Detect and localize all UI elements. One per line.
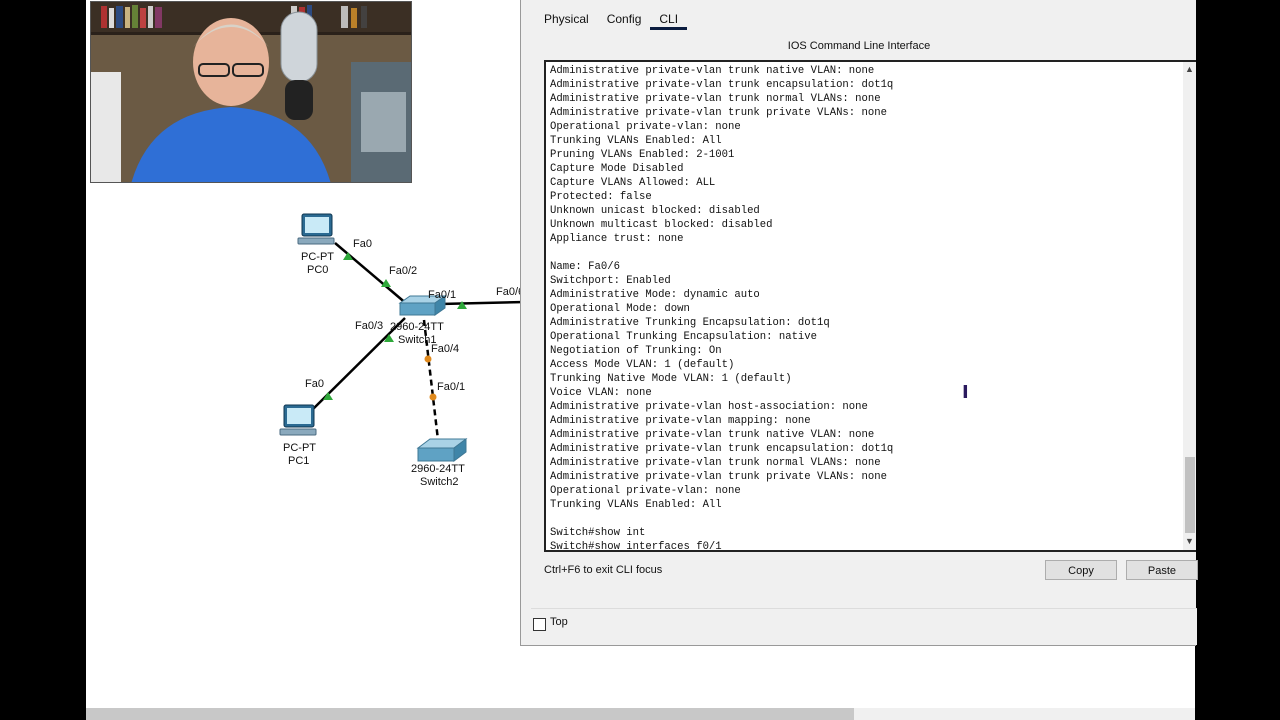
device-name-label: Switch2 [420, 476, 459, 488]
canvas-horizontal-scrollbar[interactable] [86, 708, 1195, 720]
cli-terminal[interactable]: Administrative private-vlan trunk native… [544, 60, 1196, 552]
switch-icon[interactable] [398, 295, 447, 316]
terminal-line: Access Mode VLAN: 1 (default) [550, 359, 735, 371]
device-type-label: 2960-24TT [411, 463, 465, 475]
terminal-line: Capture Mode Disabled [550, 163, 684, 175]
terminal-line: Administrative private-vlan trunk native… [550, 65, 875, 77]
webcam-overlay [90, 1, 412, 183]
link-status-up-icon [381, 279, 391, 287]
terminal-line: Trunking VLANs Enabled: All [550, 135, 722, 147]
terminal-line: Voice VLAN: none [550, 387, 652, 399]
link-status-up-icon [343, 252, 353, 260]
terminal-line: Administrative private-vlan trunk encaps… [550, 79, 894, 91]
paste-button[interactable]: Paste [1126, 560, 1198, 580]
terminal-line: Switchport: Enabled [550, 275, 671, 287]
terminal-line: Administrative private-vlan trunk native… [550, 429, 875, 441]
top-checkbox[interactable] [533, 618, 546, 631]
text-cursor-icon: I [962, 382, 969, 403]
scroll-down-icon[interactable]: ▼ [1185, 536, 1194, 546]
port-label: Fa0/1 [437, 381, 465, 393]
terminal-output: Administrative private-vlan trunk native… [550, 64, 894, 552]
pc-icon[interactable] [279, 404, 317, 436]
terminal-line: Pruning VLANs Enabled: 2-1001 [550, 149, 735, 161]
terminal-line: Administrative private-vlan trunk privat… [550, 471, 887, 483]
terminal-line: Administrative private-vlan host-associa… [550, 401, 868, 413]
link-status-up-icon [323, 392, 333, 400]
tab-bar: Physical Config CLI [535, 8, 688, 30]
copy-button[interactable]: Copy [1045, 560, 1117, 580]
terminal-line: Unknown multicast blocked: disabled [550, 219, 773, 231]
link-status-up-icon [457, 301, 467, 309]
link-switch1-switch2[interactable] [422, 319, 440, 441]
device-type-label: 2960-24TT [390, 321, 444, 333]
device-config-window: Physical Config CLI IOS Command Line Int… [520, 0, 1198, 646]
port-label: Fa0 [305, 378, 324, 390]
port-label: Fa0/3 [355, 320, 383, 332]
terminal-line: Administrative Trunking Encapsulation: d… [550, 317, 830, 329]
terminal-line: Operational private-vlan: none [550, 485, 741, 497]
tab-config[interactable]: Config [606, 12, 642, 26]
terminal-line: Administrative Mode: dynamic auto [550, 289, 760, 301]
link-status-wait-icon [429, 393, 437, 401]
terminal-line: Protected: false [550, 191, 652, 203]
port-label: Fa0/6 [496, 286, 524, 298]
terminal-line: Operational Mode: down [550, 303, 690, 315]
terminal-line: Administrative private-vlan trunk normal… [550, 93, 881, 105]
link-pc0-switch1[interactable] [334, 242, 409, 306]
terminal-line: Administrative private-vlan trunk normal… [550, 457, 881, 469]
pc-icon[interactable] [297, 213, 335, 245]
terminal-line: Capture VLANs Allowed: ALL [550, 177, 716, 189]
device-type-label: PC-PT [301, 251, 334, 263]
terminal-line: Name: Fa0/6 [550, 261, 620, 273]
device-name-label: PC1 [288, 455, 309, 467]
link-status-wait-icon [424, 355, 432, 363]
port-label: Fa0/2 [389, 265, 417, 277]
window-footer [531, 608, 1197, 645]
terminal-line: Operational private-vlan: none [550, 121, 741, 133]
link-status-up-icon [384, 334, 394, 342]
switch-icon[interactable] [416, 438, 468, 462]
terminal-line: Negotiation of Trunking: On [550, 345, 722, 357]
device-name-label: PC0 [307, 264, 328, 276]
scrollbar-thumb[interactable] [86, 708, 854, 720]
tab-physical[interactable]: Physical [544, 12, 589, 26]
terminal-scrollbar[interactable]: ▲ ▼ [1183, 62, 1196, 550]
cli-focus-hint: Ctrl+F6 to exit CLI focus [544, 564, 663, 576]
terminal-line: Switch#show int [550, 527, 646, 539]
terminal-line: Operational Trunking Encapsulation: nati… [550, 331, 818, 343]
terminal-line: Administrative private-vlan trunk privat… [550, 107, 887, 119]
terminal-line [550, 512, 893, 526]
terminal-line: Administrative private-vlan mapping: non… [550, 415, 811, 427]
terminal-line [550, 246, 893, 260]
device-type-label: PC-PT [283, 442, 316, 454]
scrollbar-thumb[interactable] [1185, 457, 1195, 533]
scroll-up-icon[interactable]: ▲ [1185, 64, 1194, 74]
port-label: Fa0/1 [428, 289, 456, 301]
terminal-line: Trunking VLANs Enabled: All [550, 499, 722, 511]
terminal-line: Administrative private-vlan trunk encaps… [550, 443, 894, 455]
tab-cli[interactable]: CLI [650, 8, 688, 30]
terminal-line: Appliance trust: none [550, 233, 684, 245]
cli-title: IOS Command Line Interface [787, 40, 931, 52]
port-label: Fa0 [353, 238, 372, 250]
terminal-line: Switch#show interfaces f0/1 [550, 541, 722, 552]
port-label: Fa0/4 [431, 343, 459, 355]
terminal-line: Unknown unicast blocked: disabled [550, 205, 760, 217]
device-name-label: Switch1 [398, 334, 437, 346]
terminal-line: Trunking Native Mode VLAN: 1 (default) [550, 373, 792, 385]
link-switch1-uplink[interactable] [439, 300, 526, 306]
top-checkbox-label: Top [550, 616, 568, 628]
